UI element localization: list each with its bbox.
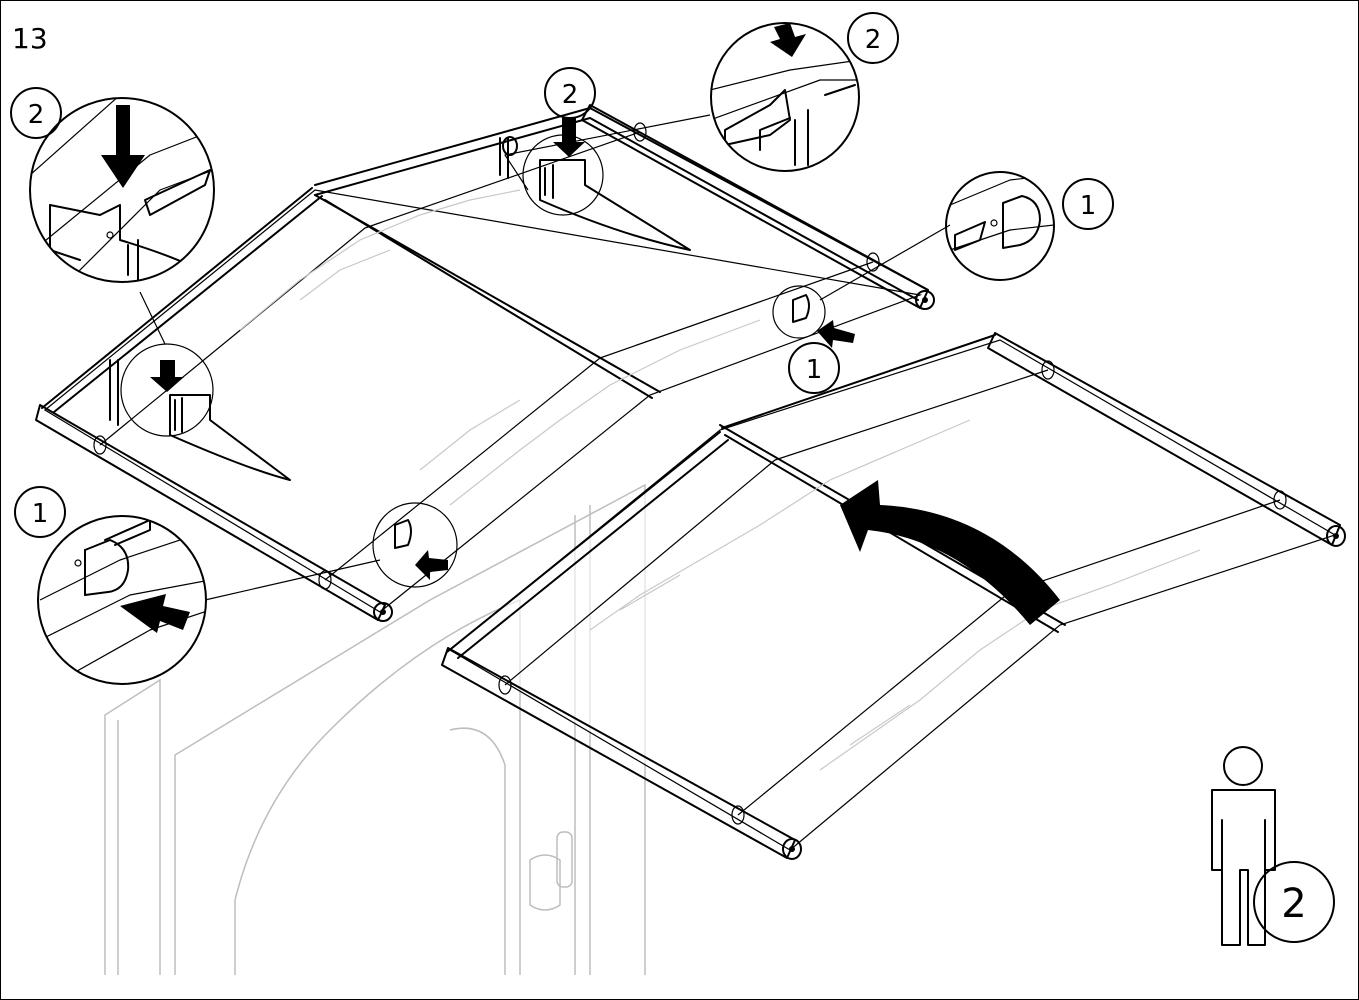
- detail-zoom-top-right: [710, 22, 860, 172]
- badge-1-left: 1: [14, 486, 66, 538]
- svg-text:2: 2: [865, 25, 882, 55]
- right-canopy: [441, 332, 1346, 860]
- rotate-arrow-icon: [840, 480, 1060, 625]
- left-canopy: [35, 104, 951, 622]
- svg-text:2: 2: [28, 100, 45, 130]
- badge-1-right: 1: [1062, 178, 1114, 230]
- person-icon: [1211, 746, 1276, 946]
- svg-text:2: 2: [562, 80, 579, 110]
- svg-text:1: 1: [806, 355, 823, 385]
- badge-2-center: 2: [544, 67, 596, 119]
- detail-zoom-bottom-left: [37, 515, 207, 685]
- svg-text:1: 1: [32, 499, 49, 529]
- badge-2-left: 2: [10, 87, 62, 139]
- svg-text:2: 2: [1281, 881, 1306, 927]
- badge-2-top-right: 2: [847, 12, 899, 64]
- people-count-badge: 2: [1253, 861, 1335, 943]
- svg-text:1: 1: [1080, 191, 1097, 221]
- detail-zoom-right: [945, 171, 1055, 281]
- badge-1-right-lower: 1: [788, 342, 840, 394]
- detail-zoom-left: [29, 97, 215, 283]
- step-number: 13: [12, 22, 48, 55]
